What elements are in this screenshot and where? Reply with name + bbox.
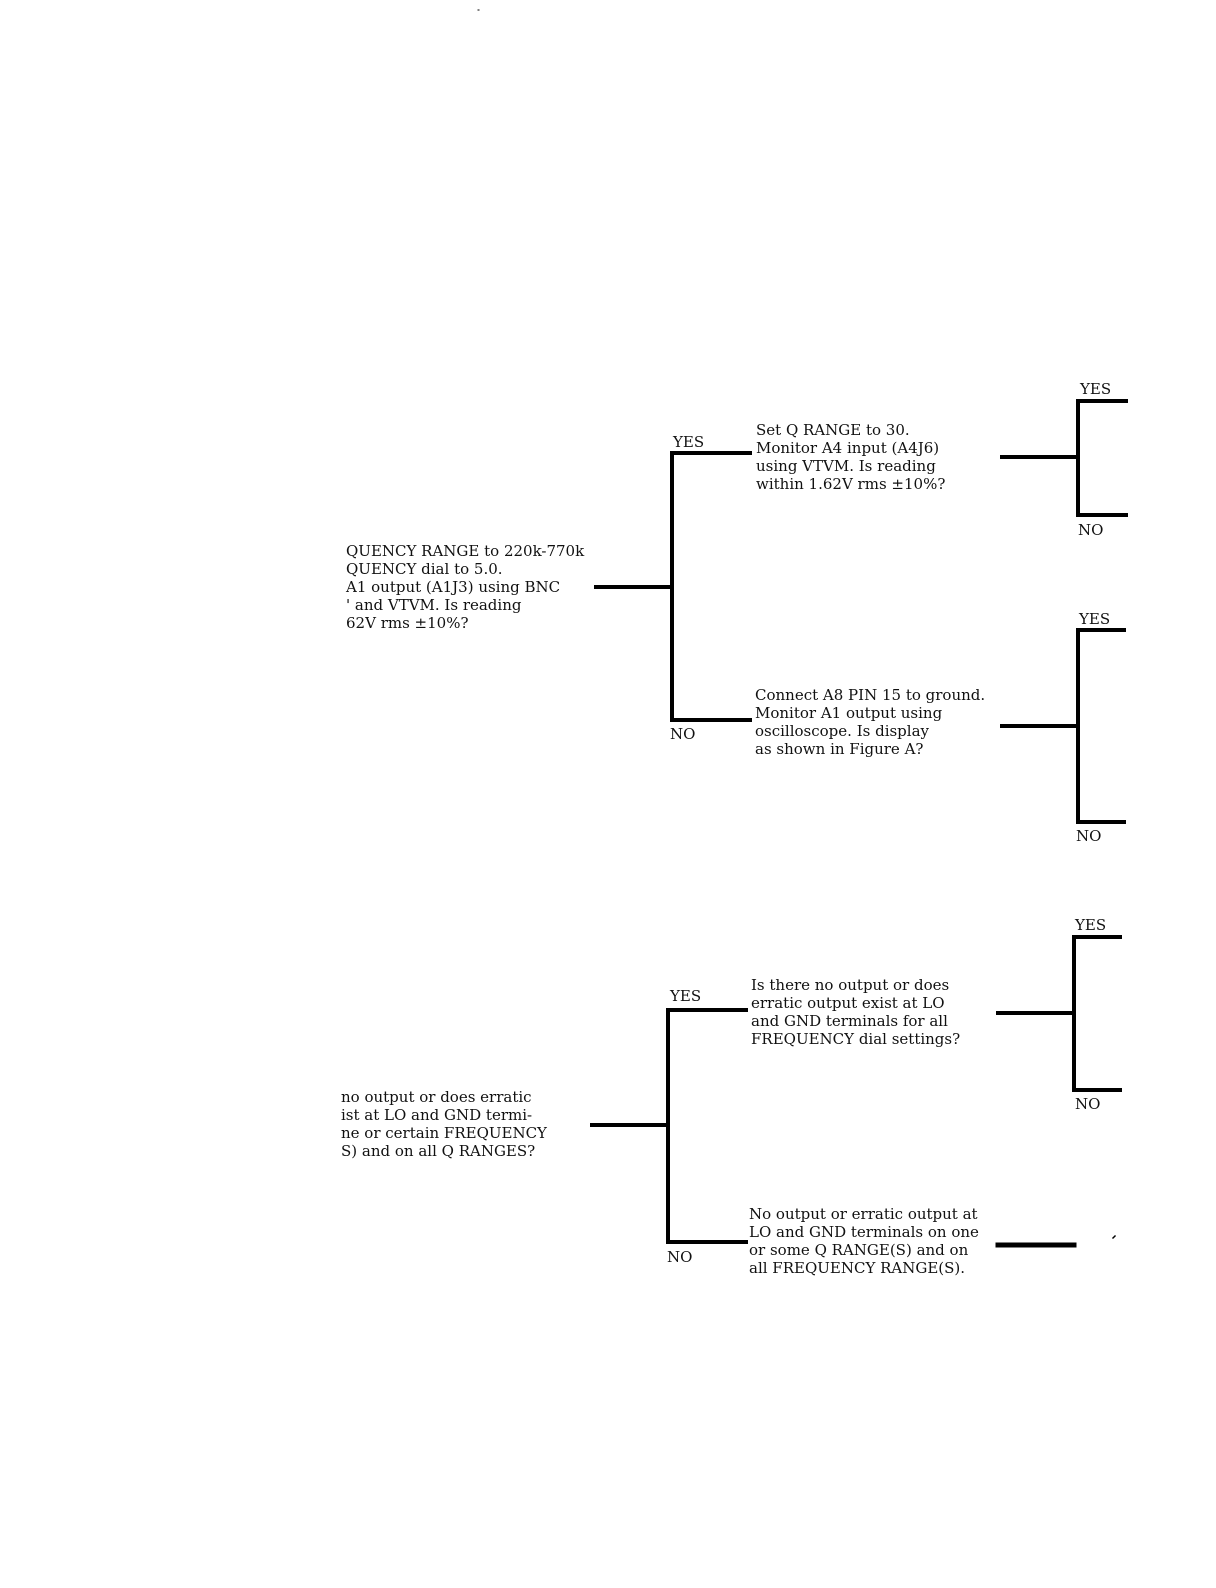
no-label: NO (1076, 827, 1102, 845)
yes-label: YES (1080, 380, 1112, 398)
node-line: no output or does erratic (341, 1088, 532, 1106)
node-line: A1 output (A1J3) using BNC (346, 578, 561, 596)
node-line: ist at LO and GND termi- (341, 1106, 533, 1124)
node-line: or some Q RANGE(S) and on (749, 1241, 969, 1259)
node-line: within 1.62V rms ±10%? (756, 475, 946, 493)
flow-node-all-freq-dial-check: Is there no output or does erratic outpu… (751, 976, 960, 1048)
yes-label: YES (1075, 916, 1107, 934)
no-label: NO (1078, 521, 1104, 539)
node-line: erratic output exist at LO (751, 994, 945, 1012)
flow-node-a8-ground-check: Connect A8 PIN 15 to ground. Monitor A1 … (755, 686, 985, 758)
yes-label: YES (1079, 610, 1111, 628)
scan-speck (1111, 1234, 1117, 1240)
node-line: QUENCY dial to 5.0. (346, 560, 503, 578)
node-line: ne or certain FREQUENCY (341, 1124, 547, 1142)
node-line: using VTVM. Is reading (756, 457, 936, 475)
node-line: oscilloscope. Is display (755, 722, 930, 740)
node-line: all FREQUENCY RANGE(S). (749, 1259, 966, 1277)
node-line: as shown in Figure A? (755, 740, 924, 758)
node-line: Monitor A1 output using (755, 704, 943, 722)
flow-node-q-range-fault: No output or erratic output at LO and GN… (749, 1205, 979, 1277)
no-label: NO (670, 725, 696, 743)
flow-node-erratic-output-check: no output or does erratic ist at LO and … (341, 1088, 547, 1160)
node-line: No output or erratic output at (749, 1205, 978, 1223)
yes-label: YES (670, 987, 702, 1005)
node-line: and GND terminals for all (751, 1012, 948, 1030)
node-line: S) and on all Q RANGES? (341, 1142, 536, 1160)
no-label: NO (1075, 1095, 1101, 1113)
node-line: FREQUENCY dial settings? (751, 1030, 961, 1048)
node-line: Monitor A4 input (A4J6) (756, 439, 940, 457)
flow-node-freq-range-check: QUENCY RANGE to 220k-770k QUENCY dial to… (346, 542, 584, 632)
node-line: Connect A8 PIN 15 to ground. (755, 686, 986, 704)
yes-label: YES (673, 433, 705, 451)
flow-node-q-range-check: Set Q RANGE to 30. Monitor A4 input (A4J… (756, 421, 945, 493)
node-line: 62V rms ±10%? (346, 614, 469, 632)
node-line: LO and GND terminals on one (749, 1223, 979, 1241)
node-line: Set Q RANGE to 30. (756, 421, 910, 439)
node-line: ' and VTVM. Is reading (346, 596, 522, 614)
node-line: QUENCY RANGE to 220k-770k (346, 542, 585, 560)
node-line: Is there no output or does (751, 976, 950, 994)
no-label: NO (667, 1248, 693, 1266)
